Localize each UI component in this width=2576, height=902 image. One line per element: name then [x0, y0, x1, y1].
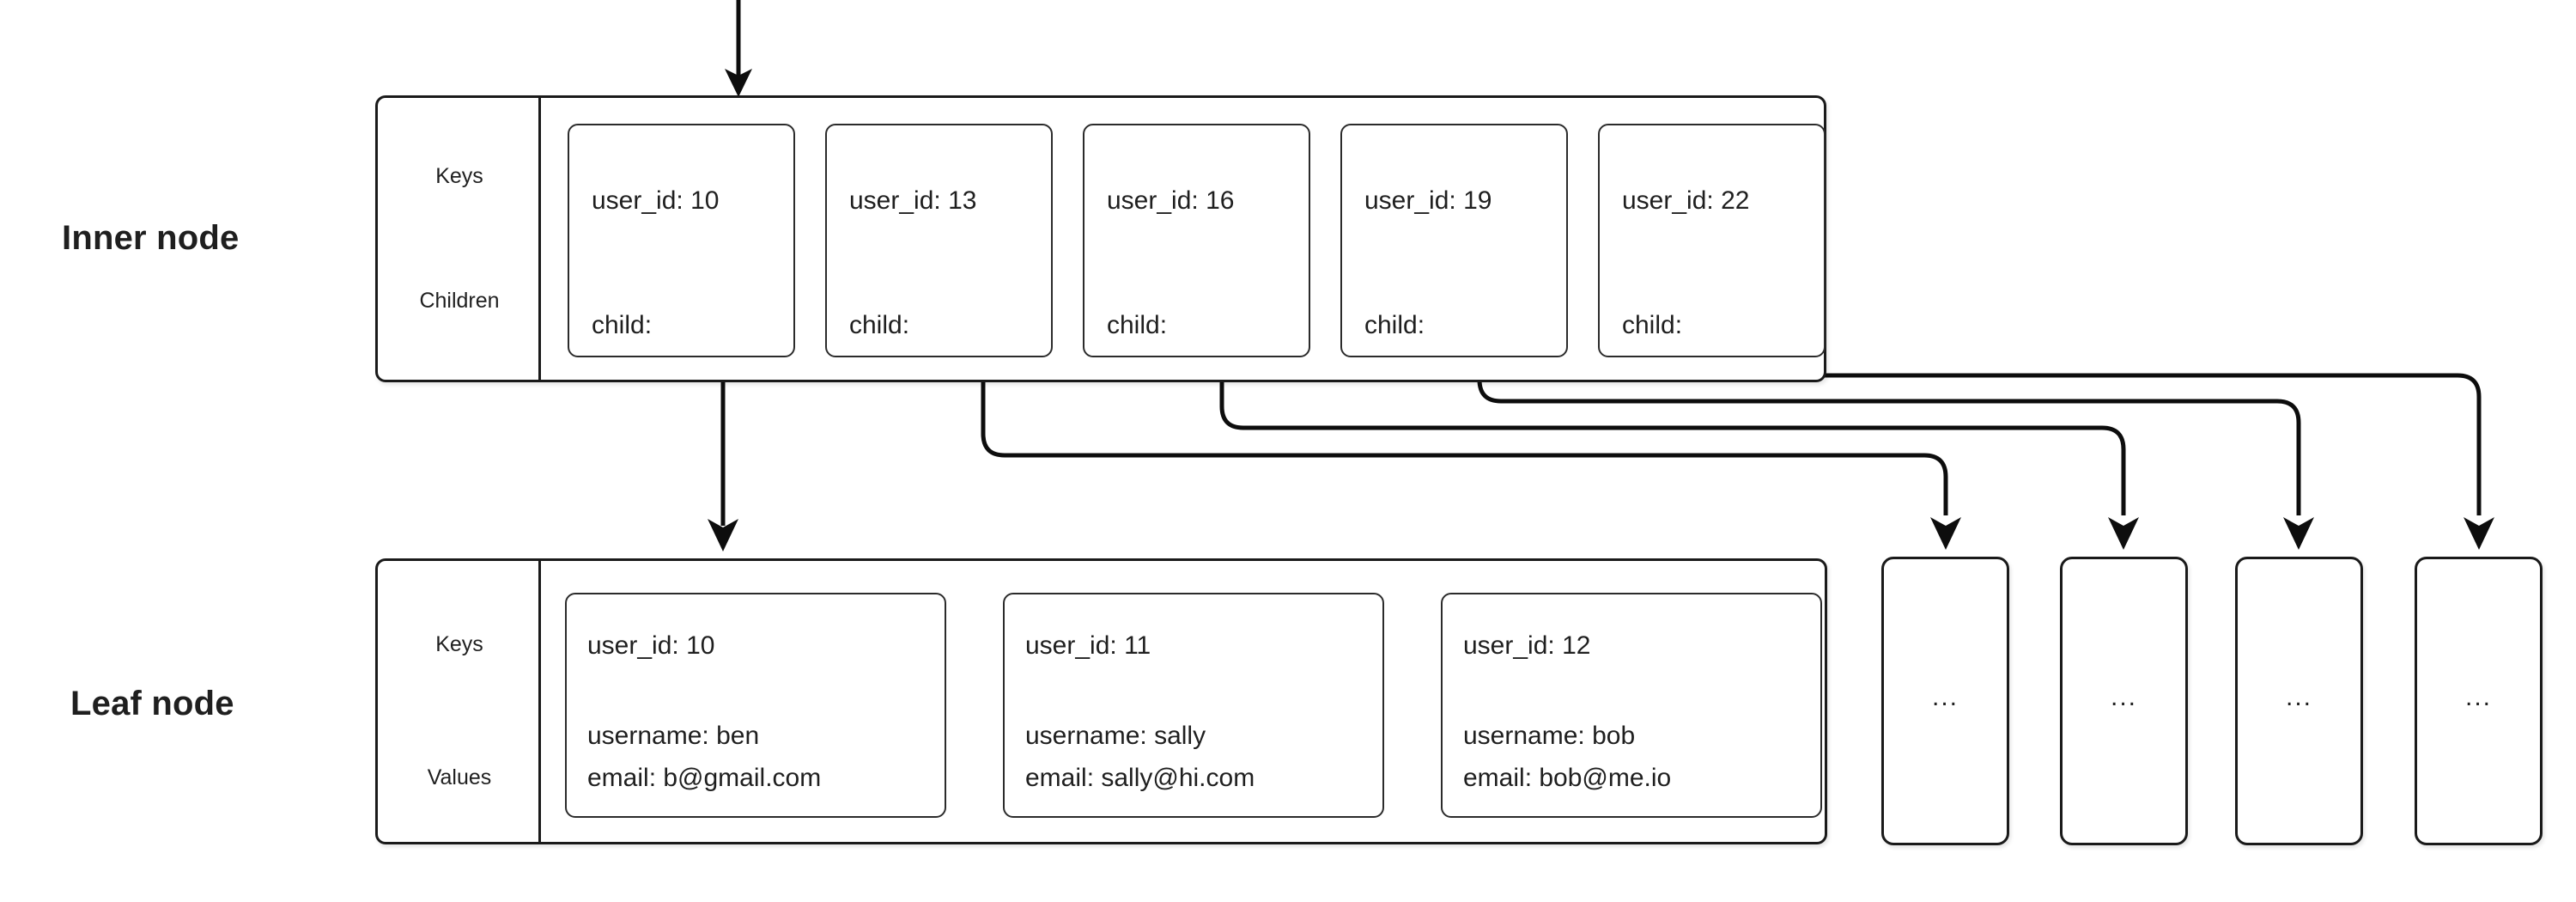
inner-node-label: Inner node	[62, 219, 240, 257]
sibling-placeholder-node[interactable]: ...	[1881, 557, 2009, 845]
sibling-placeholder-node[interactable]: ...	[2235, 557, 2363, 845]
inner-cell-key: user_id: 16	[1107, 186, 1235, 215]
leaf-cell-email: email: sally@hi.com	[1025, 764, 1255, 792]
child-link-4	[1726, 283, 2494, 550]
leaf-cell-username: username: ben	[587, 722, 760, 750]
inner-node-cell[interactable]: user_id: 16 child:	[1083, 124, 1310, 357]
inner-cell-child-label: child:	[849, 311, 910, 339]
inner-cell-key: user_id: 13	[849, 186, 977, 215]
inner-node-cell[interactable]: user_id: 13 child:	[825, 124, 1053, 357]
inner-keys-label: Keys	[435, 164, 483, 188]
inner-cell-child-label: child:	[592, 311, 653, 339]
sibling-placeholder-node[interactable]: ...	[2415, 557, 2543, 845]
inner-cell-key: user_id: 19	[1364, 186, 1492, 215]
leaf-node-gutter	[378, 561, 541, 842]
inner-cell-child-label: child:	[1364, 311, 1425, 339]
leaf-cell-email: email: bob@me.io	[1463, 764, 1672, 792]
leaf-cell-username: username: sally	[1025, 722, 1206, 750]
leaf-cell-key: user_id: 10	[587, 631, 715, 660]
inner-cell-child-label: child:	[1622, 311, 1683, 339]
inner-node-cell[interactable]: user_id: 10 child:	[568, 124, 795, 357]
leaf-node-label: Leaf node	[70, 685, 234, 722]
leaf-cell-key: user_id: 11	[1025, 631, 1151, 660]
ellipsis-label: ...	[1931, 683, 1959, 711]
leaf-cell-username: username: bob	[1463, 722, 1636, 750]
inner-node-container[interactable]: Keys Children user_id: 10 child: user_id…	[375, 95, 1826, 382]
ellipsis-label: ...	[2464, 683, 2492, 711]
inner-cell-child-label: child:	[1107, 311, 1168, 339]
leaf-cell-email: email: b@gmail.com	[587, 764, 822, 792]
leaf-keys-label: Keys	[435, 632, 483, 656]
leaf-node-cell[interactable]: user_id: 11 username: sally email: sally…	[1003, 593, 1384, 818]
ellipsis-label: ...	[2110, 683, 2137, 711]
inner-children-label: Children	[419, 289, 500, 313]
parent-incoming-arrow	[725, 0, 752, 97]
inner-node-cell[interactable]: user_id: 22 child:	[1598, 124, 1826, 357]
leaf-node-cell[interactable]: user_id: 12 username: bob email: bob@me.…	[1441, 593, 1822, 818]
ellipsis-label: ...	[2285, 683, 2312, 711]
leaf-cell-key: user_id: 12	[1463, 631, 1591, 660]
inner-node-gutter	[378, 98, 541, 380]
leaf-node-cell[interactable]: user_id: 10 username: ben email: b@gmail…	[565, 593, 946, 818]
inner-node-cell[interactable]: user_id: 19 child:	[1340, 124, 1568, 357]
leaf-node-container[interactable]: Keys Values user_id: 10 username: ben em…	[375, 558, 1827, 844]
inner-cell-key: user_id: 22	[1622, 186, 1750, 215]
leaf-values-label: Values	[427, 765, 492, 789]
inner-cell-key: user_id: 10	[592, 186, 720, 215]
sibling-placeholder-node[interactable]: ...	[2060, 557, 2188, 845]
